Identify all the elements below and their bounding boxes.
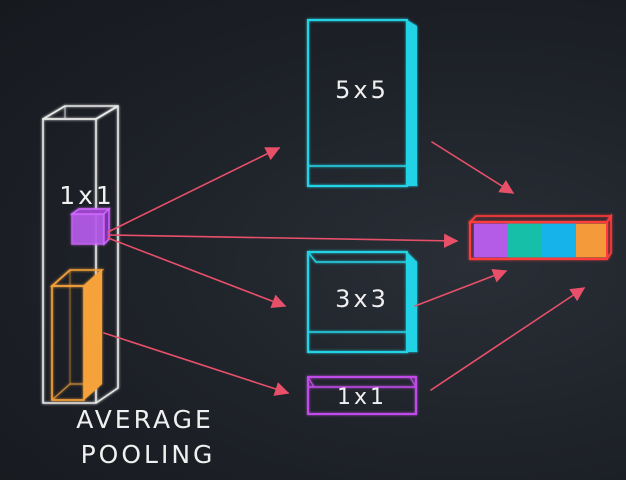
arrow-to-3x3 xyxy=(107,237,287,309)
conv3-label: 3x3 xyxy=(335,285,389,313)
conv5-label: 5x5 xyxy=(335,76,389,104)
arrow-1x1-to-concat xyxy=(430,287,586,391)
concat-cell-cyan xyxy=(542,224,576,257)
input-1x1-cube xyxy=(69,207,111,246)
arrow-5x5-to-concat xyxy=(431,141,515,194)
conv1x1-block xyxy=(307,376,417,415)
conv3x3-block xyxy=(307,251,418,353)
arrows xyxy=(103,141,586,396)
concat-cell-magenta xyxy=(474,224,508,257)
arrow-3x3-to-concat xyxy=(414,268,508,307)
pooling-label-line1: AVERAGE xyxy=(76,405,214,434)
conv1-label: 1x1 xyxy=(337,385,387,410)
pooling-label-line2: POOLING xyxy=(81,440,216,469)
conv5x5-block xyxy=(307,19,418,187)
input-block-label: 1x1 xyxy=(59,181,115,210)
concat-output xyxy=(468,213,613,260)
arrow-to-5x5 xyxy=(107,147,281,233)
pooling-block xyxy=(49,269,105,401)
arrow-to-concat-direct xyxy=(107,233,459,248)
arrow-pool-to-1x1 xyxy=(103,332,290,396)
concat-cell-orange xyxy=(576,224,607,257)
concat-cell-teal xyxy=(508,224,542,257)
input-volume xyxy=(42,105,119,404)
